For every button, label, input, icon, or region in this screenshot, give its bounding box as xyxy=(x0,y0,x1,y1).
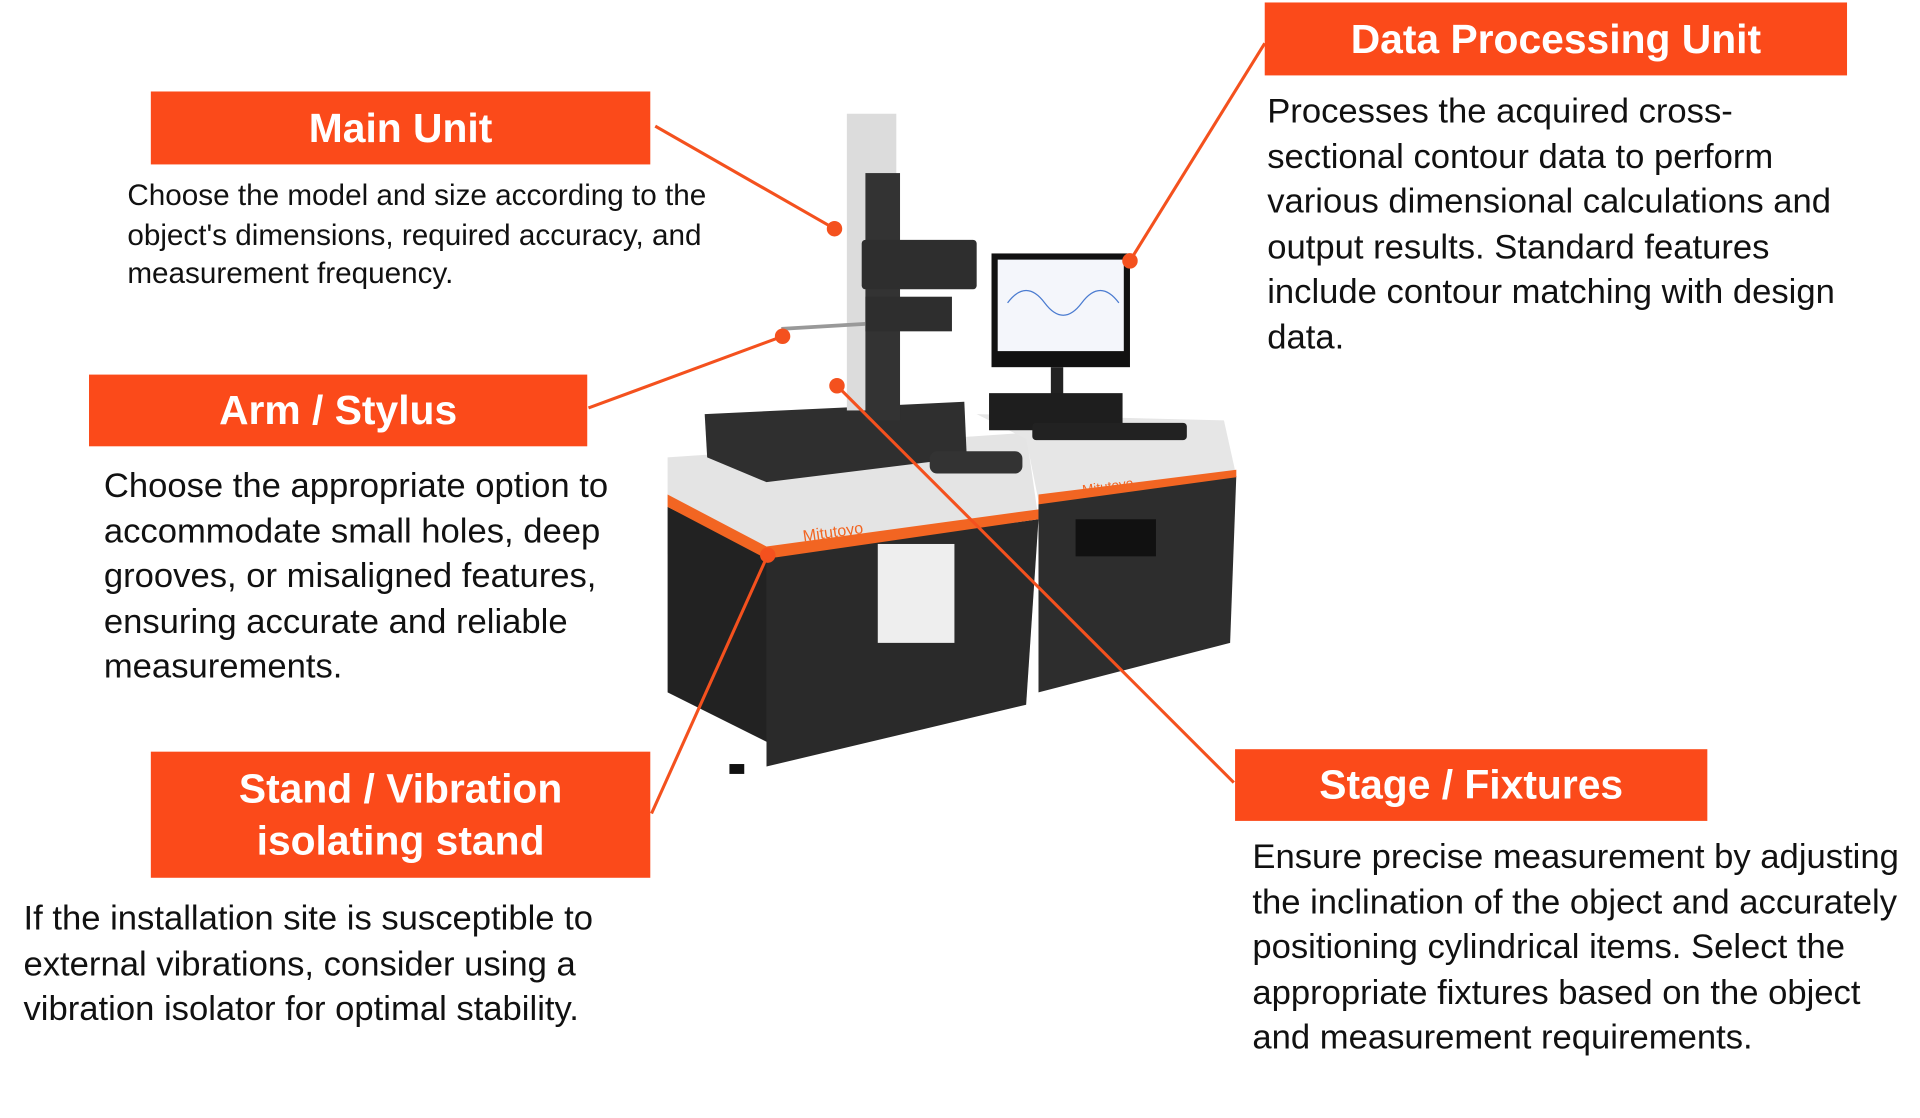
leader-stage-dot xyxy=(829,377,845,394)
monitor-stand xyxy=(1050,367,1064,395)
monitor xyxy=(989,253,1187,441)
stand-orange-trim xyxy=(667,494,1039,559)
stand-label-line1: Stand / Vibration xyxy=(238,765,563,812)
arm-stylus-label: Arm / Stylus xyxy=(89,374,588,447)
stand-foot xyxy=(729,764,745,774)
pc-stand-front-panel xyxy=(1038,475,1237,693)
stage-fixtures-label: Stage / Fixtures xyxy=(1235,749,1708,821)
stand-side-panel xyxy=(667,506,767,742)
stand-controller-box xyxy=(877,543,955,643)
leader-main-unit-dot xyxy=(826,220,843,237)
contour-trace xyxy=(1007,289,1120,316)
stage-base xyxy=(704,401,967,483)
printer xyxy=(1075,519,1156,557)
detector-unit xyxy=(865,296,952,332)
data-processing-description: Processes the acquired cross-sectional c… xyxy=(1267,91,1835,357)
leader-lines xyxy=(587,42,1267,815)
data-processing-label: Data Processing Unit xyxy=(1264,2,1848,76)
leader-arm-stylus-dot xyxy=(774,328,791,345)
stage-fixtures-description: Ensure precise measurement by adjusting … xyxy=(1252,836,1899,1057)
leader-data-processing xyxy=(1128,42,1267,262)
leader-stand-dot xyxy=(760,547,776,563)
stand-description: If the installation site is susceptible … xyxy=(23,898,594,1028)
monitor-screen xyxy=(997,259,1124,352)
leader-arm-stylus xyxy=(587,334,784,410)
stand-label-line2: isolating stand xyxy=(256,817,545,863)
main-unit xyxy=(781,113,977,421)
pc-stand-orange-trim xyxy=(1038,469,1237,505)
stylus-arm xyxy=(781,322,866,331)
leader-data-processing-dot xyxy=(1122,253,1138,269)
remote-box xyxy=(929,451,1023,474)
leader-stage xyxy=(835,384,1235,784)
keyboard xyxy=(1032,422,1187,441)
leader-stand xyxy=(650,554,770,815)
measuring-stand: Mitutoyo xyxy=(667,432,1039,774)
leader-main-unit xyxy=(654,124,836,231)
pc-stand-brand-logo: Mitutoyo xyxy=(1081,475,1134,497)
arm-stylus-description: Choose the appropriate option to accommo… xyxy=(103,466,609,686)
main-unit-label: Main Unit xyxy=(150,91,651,165)
drive-unit xyxy=(861,239,977,290)
main-unit-description: Choose the model and size according to t… xyxy=(127,179,707,291)
stand-label: Stand / Vibration isolating stand xyxy=(150,751,651,878)
